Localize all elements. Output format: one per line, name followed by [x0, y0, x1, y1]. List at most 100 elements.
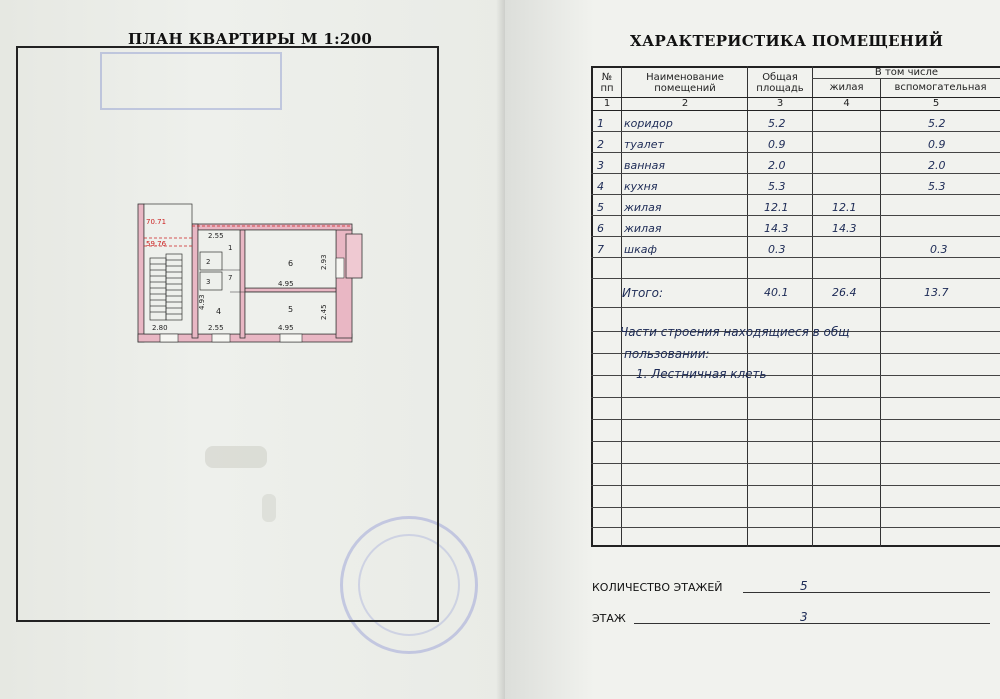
row-name: туалет [624, 138, 664, 151]
col-number-4: 4 [843, 98, 850, 109]
table-row-divider [591, 236, 1000, 237]
plan-room-6: 6 [288, 259, 293, 268]
col-number-2: 2 [681, 98, 689, 109]
row-no: 3 [597, 159, 604, 172]
rooms-table [591, 66, 1000, 547]
table-row-divider [591, 194, 1000, 195]
table-col-divider [812, 66, 813, 547]
row-living: 12.1 [832, 201, 857, 214]
header-number: № пп [600, 72, 614, 94]
row-aux: 0.3 [930, 243, 948, 256]
table-row-divider [591, 110, 1000, 111]
row-no: 1 [597, 117, 604, 130]
floor-label: ЭТАЖ [592, 612, 626, 625]
table-row-divider [591, 375, 1000, 376]
row-name: шкаф [624, 243, 657, 256]
faded-stamp-circle [340, 516, 478, 654]
smudge-mark-2 [262, 494, 276, 522]
plan-room-3: 3 [206, 278, 210, 286]
row-name: жилая [624, 222, 662, 235]
table-row-divider [591, 215, 1000, 216]
plan-dim-room6: 4.95 [278, 280, 294, 288]
total-label: Итого: [622, 286, 663, 300]
row-no: 7 [597, 243, 604, 256]
floors-count-label: КОЛИЧЕСТВО ЭТАЖЕЙ [592, 581, 723, 594]
row-aux: 2.0 [928, 159, 946, 172]
row-aux: 5.2 [928, 117, 946, 130]
col-number-3: 3 [776, 98, 784, 109]
plan-room-5: 5 [288, 305, 293, 314]
floors-count-line [743, 592, 990, 593]
plan-dim-left-4: 4.93 [198, 294, 206, 310]
table-row-divider [591, 419, 1000, 420]
table-col-divider [621, 66, 622, 547]
plan-title: ПЛАН КВАРТИРЫ М 1:200 [128, 30, 373, 48]
row-total: 5.2 [768, 117, 786, 130]
table-col-divider [747, 66, 748, 547]
table-row-divider [591, 257, 1000, 258]
plan-room-2: 2 [206, 258, 210, 266]
plan-frame [16, 46, 439, 622]
row-name: кухня [624, 180, 658, 193]
plan-dim-room5: 4.95 [278, 324, 294, 332]
smudge-mark [205, 446, 267, 468]
table-row-divider [591, 527, 1000, 528]
row-no: 6 [597, 222, 604, 235]
floors-count-value: 5 [800, 579, 808, 593]
row-aux: 5.3 [928, 180, 946, 193]
table-row-divider [591, 152, 1000, 153]
table-row-divider [591, 353, 1000, 354]
col-number-5: 5 [932, 98, 940, 109]
table-row-divider [591, 397, 1000, 398]
col-number-1: 1 [603, 98, 611, 109]
note-line-2: пользовании: [624, 347, 710, 361]
row-total: 0.9 [768, 138, 786, 151]
row-total: 2.0 [768, 159, 786, 172]
right-page [505, 0, 1000, 699]
table-row-divider [591, 131, 1000, 132]
faded-stamp-rectangle [100, 52, 282, 110]
plan-dim-a: 70.71 [146, 218, 166, 226]
table-row-divider [591, 97, 1000, 98]
apartment-floor-plan: 70.71 59.76 2.55 1 2 3 7 6 4.95 5 4.95 4… [137, 203, 363, 343]
table-row-divider [591, 331, 1000, 332]
plan-room-4: 4 [216, 307, 221, 316]
plan-dim-right-2: 2.45 [320, 304, 328, 320]
table-row-divider [591, 441, 1000, 442]
table-col-divider [880, 78, 881, 547]
table-row-divider [591, 485, 1000, 486]
header-living: жилая [829, 82, 864, 93]
total-area: 40.1 [764, 286, 789, 299]
row-no: 2 [597, 138, 604, 151]
plan-dim-b: 59.76 [146, 240, 167, 248]
plan-dim-right-1: 2.93 [320, 254, 328, 270]
row-total: 12.1 [764, 201, 789, 214]
rooms-characteristics-title: ХАРАКТЕРИСТИКА ПОМЕЩЕНИЙ [630, 32, 944, 50]
note-line-3: 1. Лестничная клеть [636, 367, 767, 381]
table-row-divider [591, 307, 1000, 308]
plan-room-1: 1 [228, 244, 232, 252]
row-no: 4 [597, 180, 604, 193]
table-row-divider [591, 173, 1000, 174]
table-row-divider [591, 278, 1000, 279]
row-total: 14.3 [764, 222, 789, 235]
row-no: 5 [597, 201, 604, 214]
table-row-divider [591, 463, 1000, 464]
row-name: ванная [624, 159, 665, 172]
row-name: коридор [624, 117, 673, 130]
header-total-area: Общая площадь [756, 72, 804, 94]
row-living: 14.3 [832, 222, 857, 235]
header-room-name: Наименование помещений [646, 72, 724, 94]
floor-line [634, 623, 990, 624]
row-aux: 0.9 [928, 138, 946, 151]
row-total: 5.3 [768, 180, 786, 193]
total-aux: 13.7 [924, 286, 949, 299]
header-auxiliary: вспомогательная [894, 82, 987, 93]
table-row-divider [591, 507, 1000, 508]
left-page: ПЛАН КВАРТИРЫ М 1:200 [0, 0, 505, 699]
note-line-1: Части строения находящиеся в общ [620, 325, 850, 339]
plan-dim-stair: 2.80 [152, 324, 168, 332]
header-including: В том числе [874, 67, 939, 78]
floor-value: 3 [800, 610, 808, 624]
plan-dim-room4: 2.55 [208, 324, 224, 332]
